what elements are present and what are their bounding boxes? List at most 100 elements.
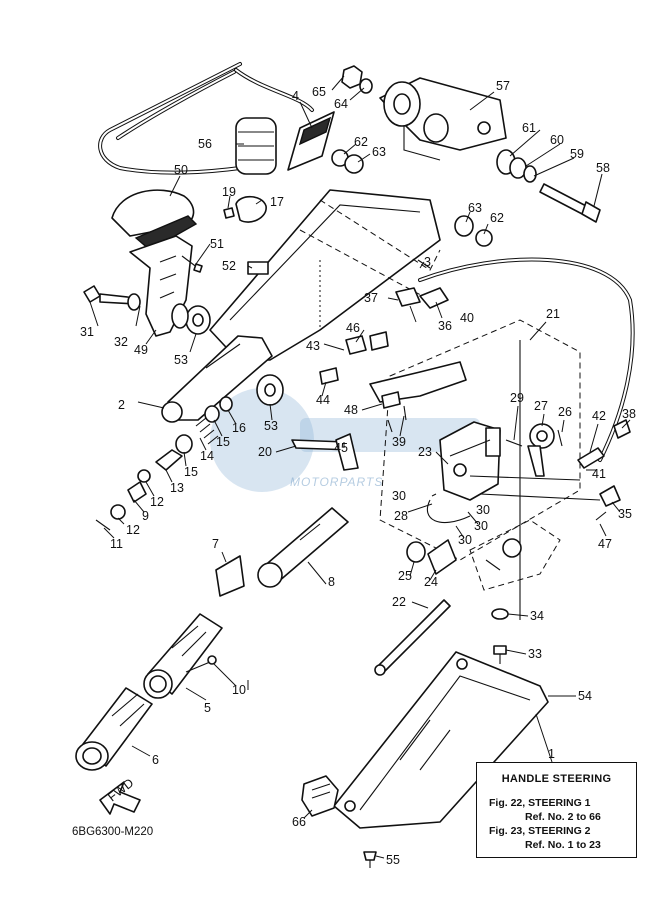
callout-28: 28 — [394, 509, 408, 523]
callout-32: 32 — [114, 335, 128, 349]
callout-65: 65 — [312, 85, 326, 99]
callout-46: 46 — [346, 321, 360, 335]
callout-59: 59 — [570, 147, 584, 161]
part-66-connector — [301, 775, 339, 817]
callout-6: 6 — [152, 753, 159, 767]
callout-63b: 63 — [468, 201, 482, 215]
callout-50: 50 — [174, 163, 188, 177]
part-20-lever — [291, 433, 359, 471]
callout-15b: 15 — [216, 435, 230, 449]
callout-53b: 53 — [264, 419, 278, 433]
callout-11: 11 — [110, 537, 123, 551]
callout-29: 29 — [510, 391, 524, 405]
callout-24: 24 — [424, 575, 438, 589]
callout-54: 54 — [578, 689, 592, 703]
callout-30b: 30 — [474, 519, 488, 533]
callout-30a: 30 — [392, 489, 406, 503]
callout-39: 39 — [392, 435, 406, 449]
callout-42: 42 — [592, 409, 606, 423]
part-22-rod — [374, 599, 451, 676]
part-36-48-switches — [319, 259, 467, 433]
reference-line-1: Fig. 22, STEERING 1 — [489, 797, 591, 809]
callout-37: 37 — [364, 291, 378, 305]
callout-8: 8 — [328, 575, 335, 589]
callout-4: 4 — [292, 89, 299, 103]
callout-30d: 30 — [476, 503, 490, 517]
part-13-pin — [95, 449, 183, 531]
part-50-cap — [111, 189, 198, 251]
part-54-base — [333, 651, 549, 829]
callout-31: 31 — [80, 325, 94, 339]
part-5-grip-inner — [143, 613, 223, 699]
callout-64: 64 — [334, 97, 348, 111]
callout-19: 19 — [222, 185, 236, 199]
callout-62a: 62 — [354, 135, 368, 149]
part-2-shaft — [161, 335, 273, 423]
part-65-nut — [341, 65, 373, 94]
callout-3: 3 — [424, 255, 431, 269]
callout-16: 16 — [232, 421, 246, 435]
part-7-sleeve — [215, 555, 245, 597]
callout-21: 21 — [546, 307, 560, 321]
part-53-bushing — [171, 303, 211, 335]
callout-12b: 12 — [126, 523, 140, 537]
callout-30c: 30 — [458, 533, 472, 547]
callout-25: 25 — [398, 569, 412, 583]
callout-7: 7 — [212, 537, 219, 551]
callout-9: 9 — [142, 509, 149, 523]
callout-47: 47 — [598, 537, 612, 551]
callout-56: 56 — [198, 137, 212, 151]
callout-51: 51 — [210, 237, 224, 251]
part-4-label — [287, 111, 335, 171]
part-17-knob — [223, 195, 267, 223]
part-57-bracket — [379, 77, 507, 161]
callout-60: 60 — [550, 133, 564, 147]
watermark: MOTORPARTS — [210, 388, 480, 492]
reference-line-3: Fig. 23, STEERING 2 — [489, 825, 591, 837]
callout-45: 45 — [334, 441, 348, 455]
callout-44: 44 — [316, 393, 330, 407]
callout-66: 66 — [292, 815, 306, 829]
callout-52: 52 — [222, 259, 236, 273]
callout-33: 33 — [528, 647, 542, 661]
callout-20: 20 — [258, 445, 272, 459]
callout-55: 55 — [386, 853, 400, 867]
part-53-bushing-lower — [256, 374, 284, 406]
callout-48: 48 — [344, 403, 358, 417]
part-gear-lower — [469, 519, 561, 591]
part-8-tube — [257, 507, 349, 588]
callout-41: 41 — [592, 467, 606, 481]
reference-line-4: Ref. No. 1 to 23 — [525, 839, 601, 851]
callout-61: 61 — [522, 121, 536, 135]
callout-labels: 1 2 3 4 5 6 7 8 9 10 11 12 12 13 14 15 1… — [80, 79, 636, 867]
part-26-clip — [505, 429, 563, 447]
callout-12a: 12 — [150, 495, 164, 509]
part-58-bolt-group — [496, 149, 601, 223]
callout-13: 13 — [170, 481, 184, 495]
callout-22: 22 — [392, 595, 406, 609]
reference-box-title: HANDLE STEERING — [501, 773, 612, 785]
part-35-rod — [469, 475, 621, 521]
callout-27: 27 — [534, 399, 548, 413]
callout-40: 40 — [460, 311, 474, 325]
part-23-shift-mechanism — [427, 421, 501, 524]
callout-2: 2 — [118, 398, 125, 412]
callout-38: 38 — [622, 407, 636, 421]
remote-cable — [98, 62, 314, 175]
part-51-screw — [181, 255, 203, 273]
callout-1: 1 — [548, 747, 555, 761]
part-33-bolt — [491, 608, 509, 664]
part-62-63-washers — [331, 149, 493, 247]
callout-53a: 53 — [174, 353, 188, 367]
part-31-bolt — [83, 285, 141, 311]
callout-5: 5 — [204, 701, 211, 715]
fwd-arrow-icon: FWD — [99, 776, 141, 815]
part-56-grommet — [235, 117, 277, 175]
callout-35: 35 — [618, 507, 632, 521]
part-55-screw — [363, 851, 377, 868]
reference-box: HANDLE STEERING Fig. 22, STEERING 1 Ref.… — [476, 762, 637, 858]
part-27-gear — [527, 423, 555, 477]
part-52-plate — [247, 261, 269, 275]
callout-58: 58 — [596, 161, 610, 175]
